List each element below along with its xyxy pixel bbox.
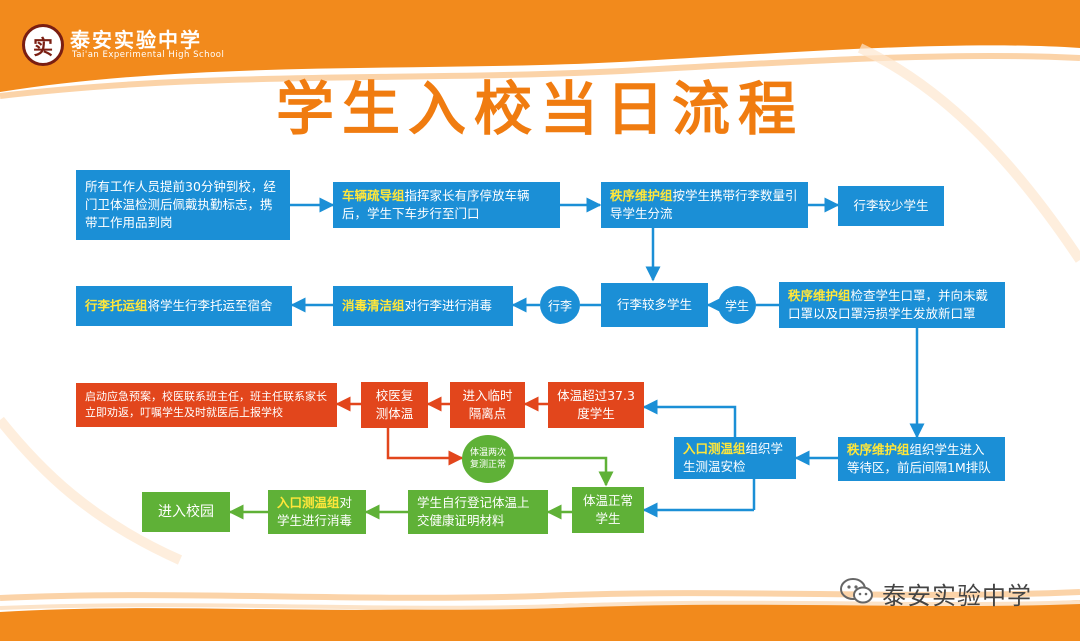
logo-glyph: 实	[33, 34, 53, 59]
node-register: 学生自行登记体温上交健康证明材料	[408, 490, 548, 534]
isolation-text: 进入临时隔离点	[462, 388, 513, 421]
temp-group-label: 入口测温组	[683, 441, 746, 456]
watermark-text: 泰安实验中学	[882, 582, 1032, 610]
normal-temp-text: 体温正常学生	[582, 493, 633, 526]
node-recheck-normal: 体温两次复测正常	[462, 435, 514, 483]
node-less-luggage: 行李较少学生	[838, 186, 944, 226]
node-disinfect-luggage: 消毒清洁组对行李进行消毒	[333, 286, 513, 326]
order-group-3-text: 组织学生进入等待区，前后间隔1M排队	[847, 442, 991, 475]
recheck-text: 校医复测体温	[375, 388, 414, 421]
vehicle-group-text: 指挥家长有序停放车辆后，学生下车步行至门口	[342, 188, 530, 221]
student-chip: 学生	[718, 286, 756, 324]
emergency-text: 启动应急预案，校医联系班主任，班主任联系家长立即劝返，叮嘱学生及时就医后上报学校	[85, 390, 327, 419]
page-title: 学生入校当日流程	[275, 75, 804, 143]
node-mask-check: 秩序维护组检查学生口罩，并向未戴口罩以及口罩污损学生发放新口罩	[779, 282, 1005, 328]
more-luggage-text: 行李较多学生	[616, 297, 692, 312]
node-waiting-area: 秩序维护组组织学生进入等待区，前后间隔1M排队	[838, 437, 1005, 481]
order-group-2-text: 检查学生口罩，并向未戴口罩以及口罩污损学生发放新口罩	[788, 288, 989, 321]
node-enter-campus: 进入校园	[142, 492, 230, 532]
transport-group-text: 将学生行李托运至宿舍	[147, 298, 273, 313]
order-group-3-label: 秩序维护组	[847, 442, 910, 457]
node-emergency: 启动应急预案，校医联系班主任，班主任联系家长立即劝返，叮嘱学生及时就医后上报学校	[76, 383, 337, 427]
node-fever: 体温超过37.3度学生	[548, 382, 644, 428]
transport-group-label: 行李托运组	[85, 298, 148, 313]
entry-disinfect-text: 对学生进行消毒	[277, 495, 353, 528]
node-staff-arrive: 所有工作人员提前30分钟到校，经门卫体温检测后佩戴执勤标志，携带工作用品到岗	[76, 170, 290, 240]
order-group-1-text: 按学生携带行李数量引导学生分流	[610, 188, 798, 221]
node-order-diversion: 秩序维护组按学生携带行李数量引导学生分流	[601, 182, 808, 228]
school-logo: 实	[22, 24, 64, 66]
order-group-2-label: 秩序维护组	[788, 288, 851, 303]
school-name: 泰安实验中学	[70, 28, 202, 52]
disinfect-group-label: 消毒清洁组	[342, 298, 405, 313]
enter-campus-text: 进入校园	[158, 504, 214, 520]
node-staff-arrive-text: 所有工作人员提前30分钟到校，经门卫体温检测后佩戴执勤标志，携带工作用品到岗	[85, 179, 276, 230]
node-more-luggage: 行李较多学生	[601, 283, 708, 327]
node-normal-temp: 体温正常学生	[572, 487, 644, 533]
disinfect-group-text: 对行李进行消毒	[404, 298, 493, 313]
node-transport: 行李托运组将学生行李托运至宿舍	[76, 286, 292, 326]
order-group-1-label: 秩序维护组	[610, 188, 673, 203]
school-name-en: Tai'an Experimental High School	[72, 50, 225, 60]
node-entry-disinfect: 入口测温组对学生进行消毒	[268, 490, 366, 534]
entry-disinfect-group-label: 入口测温组	[277, 495, 340, 510]
less-luggage-text: 行李较少学生	[853, 198, 929, 213]
temp-group-text: 组织学生测温安检	[683, 441, 784, 474]
vehicle-group-label: 车辆疏导组	[342, 188, 405, 203]
node-vehicle-guidance: 车辆疏导组指挥家长有序停放车辆后，学生下车步行至门口	[333, 182, 560, 228]
register-text: 学生自行登记体温上交健康证明材料	[417, 495, 530, 528]
wechat-icon	[840, 576, 874, 606]
luggage-chip: 行李	[540, 286, 580, 324]
node-recheck: 校医复测体温	[361, 382, 428, 428]
fever-text: 体温超过37.3度学生	[557, 388, 635, 421]
node-isolation: 进入临时隔离点	[450, 382, 525, 428]
node-entry-temp: 入口测温组组织学生测温安检	[674, 437, 796, 479]
